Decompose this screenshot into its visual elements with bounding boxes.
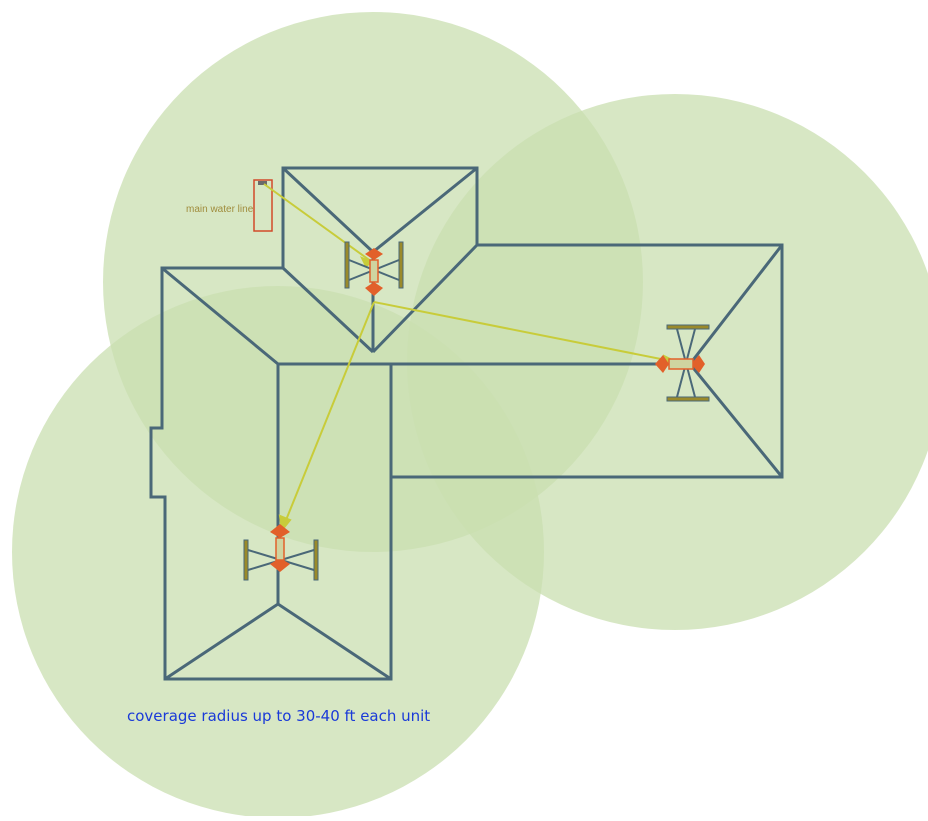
unit-right [655, 324, 710, 402]
unit-right-rail-bottom [666, 396, 710, 402]
unit-top-rail-right [398, 241, 404, 289]
unit-right-head [655, 355, 669, 373]
arrowhead-top [359, 256, 375, 268]
unit-top-core [369, 259, 379, 283]
unit-bottom-base [270, 558, 290, 572]
coverage-zones [12, 12, 928, 818]
water-line-label: main water line [186, 204, 254, 215]
unit-bottom [243, 524, 319, 581]
unit-top-base [365, 282, 383, 296]
unit-top [344, 241, 404, 296]
unit-top-rail-left [344, 241, 350, 289]
water-source [253, 179, 273, 232]
unit-right-base [691, 355, 705, 373]
roof-gable-bottom [164, 602, 392, 681]
water-valve-icon [258, 181, 267, 185]
supply-line-to-right [373, 301, 677, 363]
supply-line-to-bottom [281, 301, 375, 531]
unit-right-rail-top [666, 324, 710, 330]
unit-bottom-head [270, 524, 290, 538]
roof-hip-left [161, 266, 279, 366]
unit-right-core [668, 358, 694, 370]
supply-lines [263, 183, 679, 533]
supply-line-to-top [263, 183, 373, 263]
unit-top-head [365, 248, 383, 260]
unit-bottom-core [275, 537, 285, 561]
coverage-caption: coverage radius up to 30-40 ft each unit [127, 707, 431, 725]
unit-bottom-rail-left [243, 539, 249, 581]
unit-bottom-rail-right [313, 539, 319, 581]
water-line-box [253, 179, 273, 232]
